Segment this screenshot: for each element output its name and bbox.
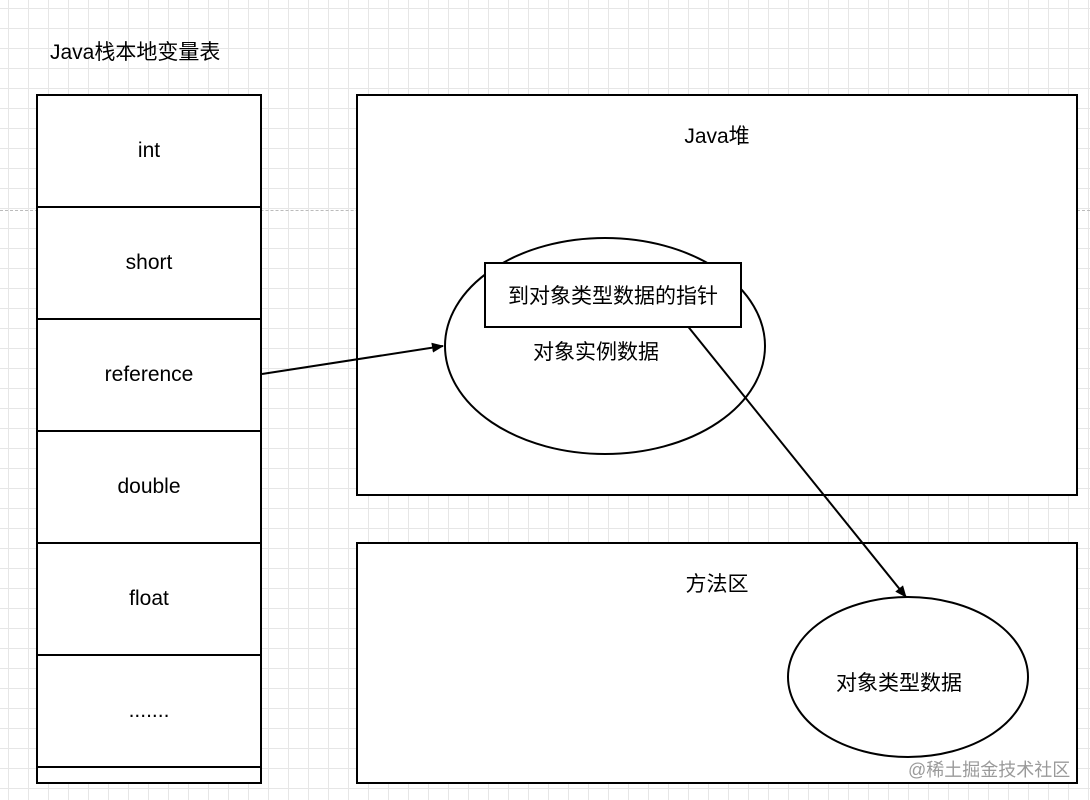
stack-cell-float: float xyxy=(38,544,260,656)
watermark: @稀土掘金技术社区 xyxy=(908,760,1071,780)
type-data-label: 对象类型数据 xyxy=(836,672,962,695)
stack-cell-int: int xyxy=(38,96,260,208)
stack-cell-double: double xyxy=(38,432,260,544)
stack-cell-ellipsis: ....... xyxy=(38,656,260,768)
type-pointer-arrow xyxy=(685,323,907,598)
reference-arrow xyxy=(261,342,444,375)
type-pointer-box: 到对象类型数据的指针 xyxy=(484,262,742,328)
method-area-title: 方法区 xyxy=(685,573,749,596)
local-variable-table: int short reference double float ....... xyxy=(36,94,262,784)
stack-cell-short: short xyxy=(38,208,260,320)
instance-data-label: 对象实例数据 xyxy=(533,341,659,364)
heap-title: Java堆 xyxy=(684,125,750,148)
stack-title: Java栈本地变量表 xyxy=(50,41,221,64)
object-type-ellipse xyxy=(787,596,1029,758)
stack-cell-reference: reference xyxy=(38,320,260,432)
